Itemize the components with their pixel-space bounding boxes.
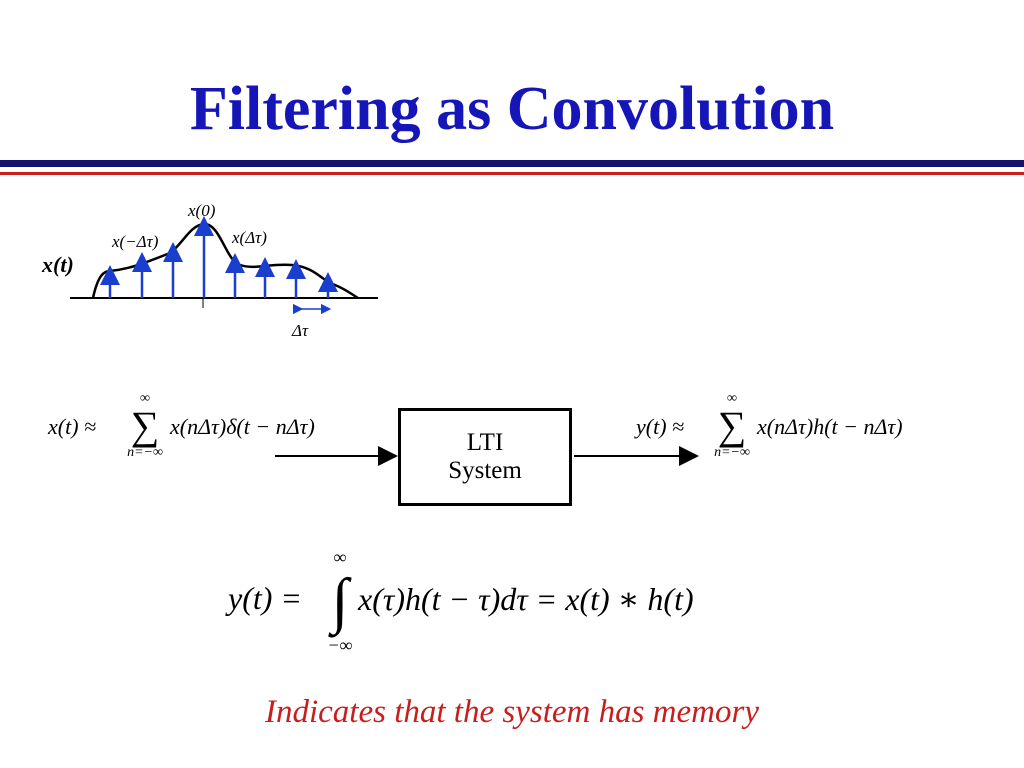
output-body-text: x(nΔτ)h(t − nΔτ) — [757, 414, 903, 439]
sample-label-left: x(−Δτ) — [111, 232, 159, 251]
lti-box-line2: System — [448, 457, 522, 484]
input-lhs: x(t) ≈ — [48, 414, 97, 439]
input-body-text: x(nΔτ)δ(t − nΔτ) — [170, 414, 315, 439]
integral-upper: ∞ — [333, 547, 347, 567]
convolution-body-text: x(τ)h(t − τ)dτ = x(t) ∗ h(t) — [358, 581, 694, 617]
output-body: x(nΔτ)h(t − nΔτ) — [757, 414, 903, 440]
output-sum: ∞ ∑ n=−∞ — [707, 392, 757, 460]
input-equation: x(t) ≈ — [48, 414, 96, 440]
input-body: x(nΔτ)δ(t − nΔτ) — [170, 414, 315, 440]
lti-box-line1: LTI — [466, 429, 504, 456]
convolution-body: x(τ)h(t − τ)dτ = x(t) ∗ h(t) — [358, 580, 694, 618]
sample-label-right: x(Δτ) — [231, 228, 267, 247]
sampled-signal-plot: x(t) x(0) x(−Δτ) x(Δτ) Δτ — [41, 201, 378, 340]
output-lhs: y(t) ≈ — [636, 414, 685, 439]
convolution-lhs-text: y(t) = — [228, 580, 302, 616]
title-rule-red — [0, 172, 1024, 175]
integral-symbol: ∫ — [331, 567, 349, 635]
input-sum-lower: n=−∞ — [127, 445, 163, 460]
sample-label-center: x(0) — [187, 201, 216, 220]
output-sum-lower: n=−∞ — [714, 445, 750, 460]
spacing-label: Δτ — [291, 321, 309, 340]
output-sum-symbol: ∑ — [717, 403, 747, 448]
convolution-lhs: y(t) = — [228, 580, 302, 617]
input-sum-symbol: ∑ — [130, 403, 160, 448]
convolution-integral: ∞ ∫ −∞ — [320, 548, 360, 654]
lti-system-box: LTI System — [398, 408, 572, 506]
integral-lower: −∞ — [327, 635, 353, 655]
sample-stems — [100, 216, 338, 298]
title-rule-blue — [0, 160, 1024, 167]
input-sum-upper: ∞ — [140, 391, 150, 406]
signal-label: x(t) — [41, 252, 74, 277]
input-sum: ∞ ∑ n=−∞ — [120, 392, 170, 460]
output-equation: y(t) ≈ — [636, 414, 684, 440]
output-sum-upper: ∞ — [727, 391, 737, 406]
memory-note: Indicates that the system has memory — [265, 694, 759, 730]
slide-title: Filtering as Convolution — [189, 75, 835, 143]
